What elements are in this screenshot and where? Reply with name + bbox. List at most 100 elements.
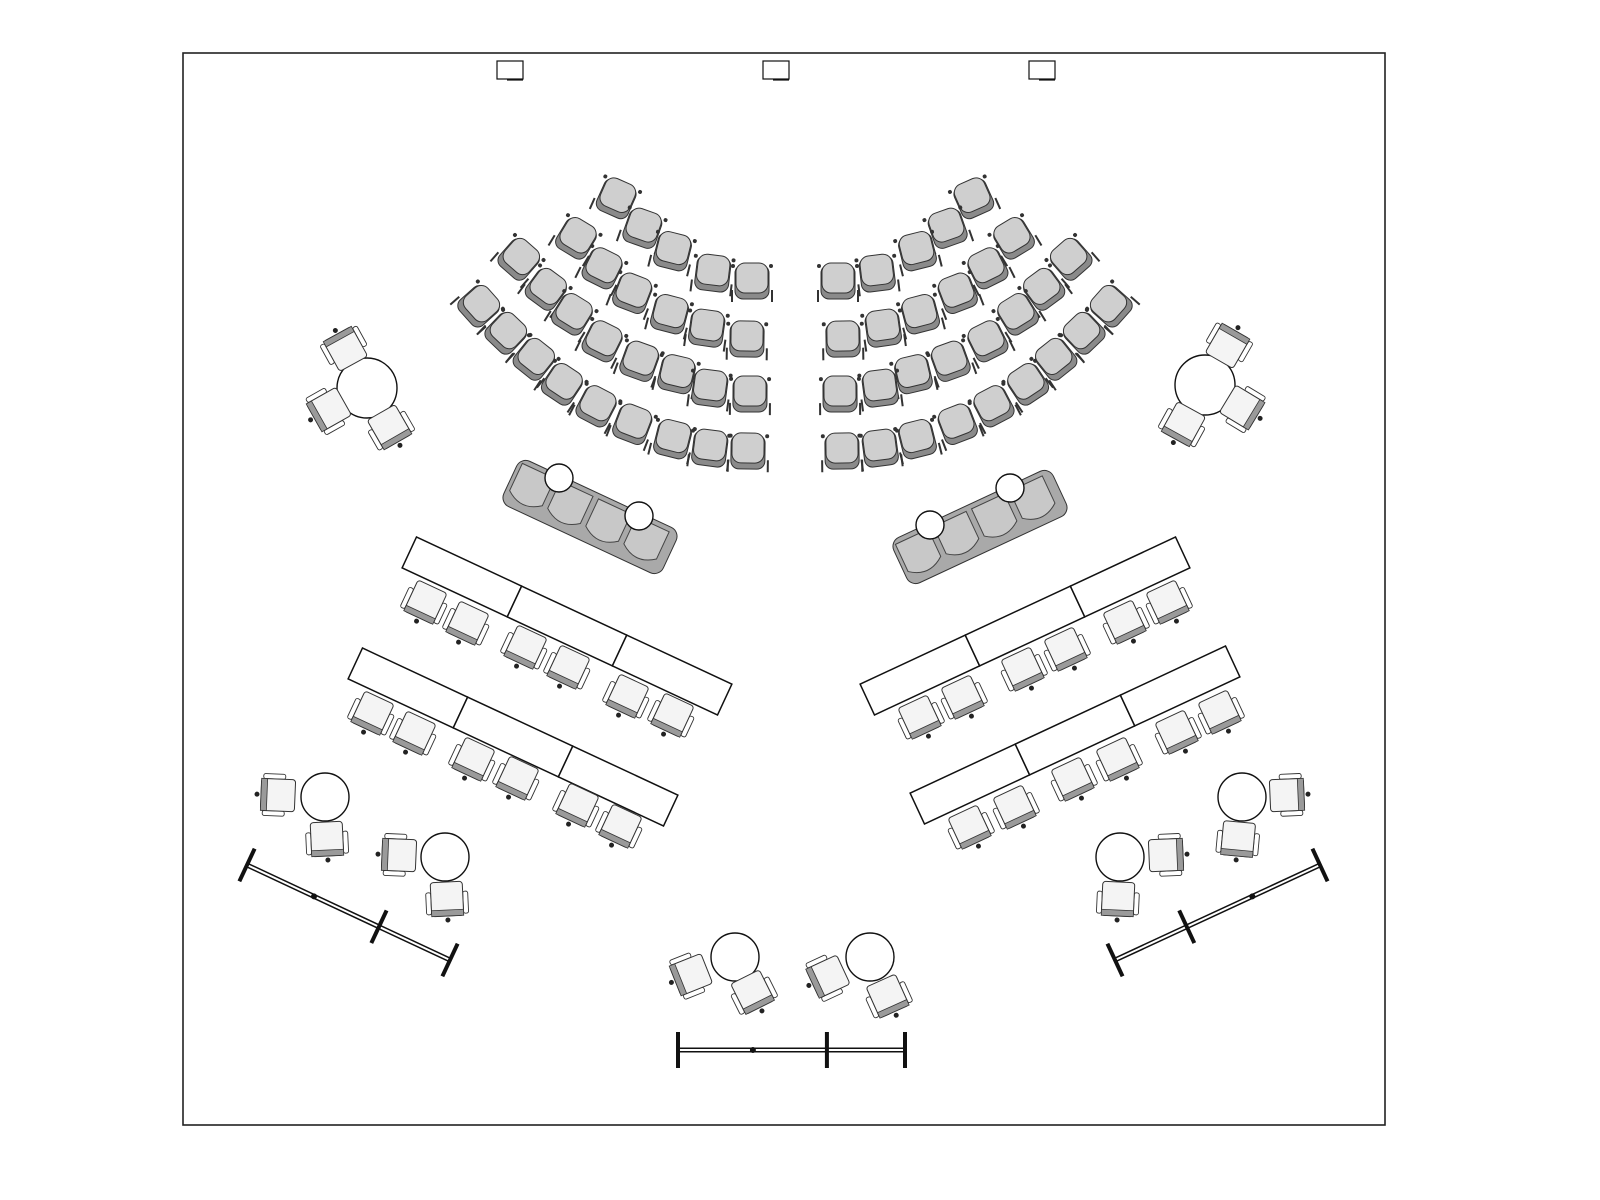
chair-leg	[1048, 379, 1057, 391]
auditorium-chair	[449, 279, 506, 336]
chair-leg	[644, 317, 650, 330]
chair-leg	[476, 324, 487, 335]
chair-foot	[688, 308, 693, 313]
chair-seat	[967, 320, 1005, 357]
chair-leg	[1038, 310, 1047, 322]
partition-foot	[369, 909, 389, 944]
chair-seat	[898, 231, 935, 266]
office-chair	[389, 711, 437, 756]
side-table	[915, 510, 945, 540]
round-table	[1217, 772, 1267, 822]
chair-caster	[403, 749, 409, 755]
chair-foot	[987, 232, 992, 237]
office-chair	[1145, 580, 1193, 625]
chair-caster	[1071, 665, 1077, 671]
side-table	[995, 473, 1025, 503]
wall-display	[762, 60, 790, 81]
wall-display	[496, 60, 524, 81]
chair-seat	[997, 293, 1035, 330]
chair-leg	[574, 339, 582, 352]
office-chair	[1215, 820, 1260, 863]
chair-back	[350, 715, 383, 736]
chair-leg	[489, 251, 500, 263]
auditorium-chair	[857, 428, 904, 472]
chair-leg	[683, 333, 687, 347]
chair-back	[1055, 651, 1088, 672]
chair-back	[1114, 624, 1147, 645]
office-chair	[595, 804, 643, 849]
auditorium-chair	[893, 417, 943, 465]
office-chair	[448, 737, 496, 782]
sofa-seat	[894, 528, 942, 574]
office-chair	[602, 674, 650, 719]
chair-leg	[968, 229, 975, 242]
chair-foot	[821, 322, 826, 327]
chair-foot	[767, 377, 772, 382]
chair-back	[1166, 734, 1199, 755]
chair-leg	[642, 439, 649, 452]
chair-caster	[968, 713, 974, 719]
auditorium-chair	[588, 174, 643, 226]
chair-leg	[615, 229, 622, 242]
chair-seat	[489, 311, 528, 350]
chair-leg	[860, 399, 865, 412]
chair-leg	[612, 362, 619, 375]
chair-leg	[1103, 324, 1114, 335]
chair-leg	[647, 254, 653, 267]
chair-seat	[1035, 337, 1073, 375]
chair-back	[392, 735, 425, 756]
chair-foot	[526, 333, 531, 338]
chair-back	[1157, 604, 1190, 625]
chair-back	[952, 699, 985, 720]
office-chair	[305, 387, 351, 435]
chair-leg	[903, 333, 907, 347]
chair-foot	[653, 283, 658, 288]
chair-foot	[961, 260, 966, 265]
chair-back	[1062, 781, 1095, 802]
chair-back	[605, 698, 638, 719]
chair-foot	[538, 263, 543, 268]
chair-leg	[504, 352, 514, 364]
chair-seat	[545, 362, 583, 400]
chair-leg	[941, 308, 948, 321]
chair-back	[742, 994, 776, 1016]
auditorium-chair	[605, 270, 658, 321]
chair-seat	[938, 272, 975, 308]
chair-leg	[689, 279, 693, 292]
auditorium-chair	[991, 289, 1047, 343]
chair-foot	[860, 313, 865, 318]
chair-foot	[638, 189, 643, 194]
chair-foot	[692, 239, 697, 244]
chair-leg	[1015, 401, 1024, 413]
chair-foot	[892, 253, 897, 258]
chair-seat	[735, 262, 769, 294]
chair-foot	[594, 309, 599, 314]
chair-foot	[817, 264, 821, 268]
chair-foot	[1033, 358, 1038, 363]
auditorium-chair	[547, 213, 603, 267]
office-chair	[1219, 385, 1266, 433]
chair-leg	[686, 454, 690, 467]
chair-seat	[967, 247, 1005, 284]
chair-foot	[995, 316, 1000, 321]
chair-back	[546, 669, 579, 690]
desk	[611, 634, 733, 716]
chair-foot	[967, 401, 972, 406]
round-table	[1174, 354, 1236, 416]
chair-back	[909, 719, 942, 740]
auditorium-chair	[504, 333, 561, 389]
chair-foot	[552, 358, 557, 363]
chair-back	[495, 780, 528, 801]
chair-seat	[862, 368, 897, 402]
chair-leg	[605, 424, 612, 437]
chair-leg	[979, 422, 987, 435]
auditorium-chair	[731, 262, 773, 302]
chair-seat	[652, 293, 689, 329]
auditorium-chair	[725, 320, 769, 361]
chair-back	[555, 807, 588, 828]
side-table	[544, 463, 574, 493]
chair-foot	[627, 205, 632, 210]
chair-leg	[449, 295, 460, 306]
chair-seat	[622, 340, 659, 376]
